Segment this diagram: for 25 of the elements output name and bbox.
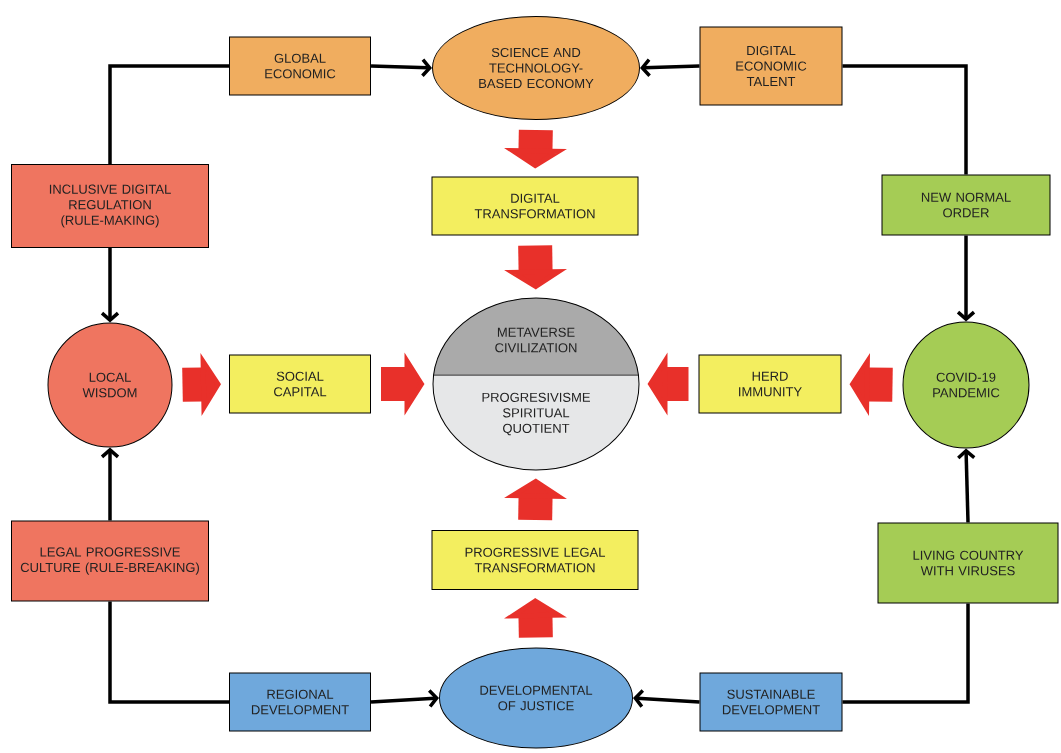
process-box: SOCIAL CAPITAL bbox=[229, 354, 371, 414]
connector-line bbox=[108, 64, 229, 164]
arrow bbox=[100, 248, 120, 323]
process-box: NEW NORMAL ORDER bbox=[881, 174, 1051, 236]
connector-line bbox=[842, 64, 968, 175]
node-label: METAVERSE CIVILIZATION bbox=[495, 327, 577, 353]
process-box: REGIONAL DEVELOPMENT bbox=[229, 672, 371, 732]
arrow bbox=[633, 689, 700, 708]
arrow bbox=[370, 58, 432, 77]
arrow bbox=[956, 235, 976, 322]
connector-line bbox=[108, 601, 229, 704]
arrow bbox=[957, 448, 976, 523]
arrow bbox=[370, 689, 439, 708]
arrow bbox=[100, 447, 120, 521]
process-box: LIVING COUNTRY WITH VIRUSES bbox=[877, 522, 1059, 604]
process-box: HERD IMMUNITY bbox=[698, 354, 842, 414]
process-box: INCLUSIVE DIGITAL REGULATION (RULE-MAKING) bbox=[11, 164, 209, 248]
arrow bbox=[640, 58, 700, 77]
process-box: GLOBAL ECONOMIC bbox=[229, 36, 371, 96]
process-box: PROGRESSIVE LEGAL TRANSFORMATION bbox=[431, 530, 639, 590]
process-box: SUSTAINABLE DEVELOPMENT bbox=[699, 672, 843, 732]
process-box: DIGITAL ECONOMIC TALENT bbox=[699, 26, 843, 106]
process-box: DIGITAL TRANSFORMATION bbox=[431, 176, 639, 236]
connector-line bbox=[842, 603, 970, 704]
process-box: LEGAL PROGRESSIVE CULTURE (RULE-BREAKING) bbox=[11, 520, 209, 602]
